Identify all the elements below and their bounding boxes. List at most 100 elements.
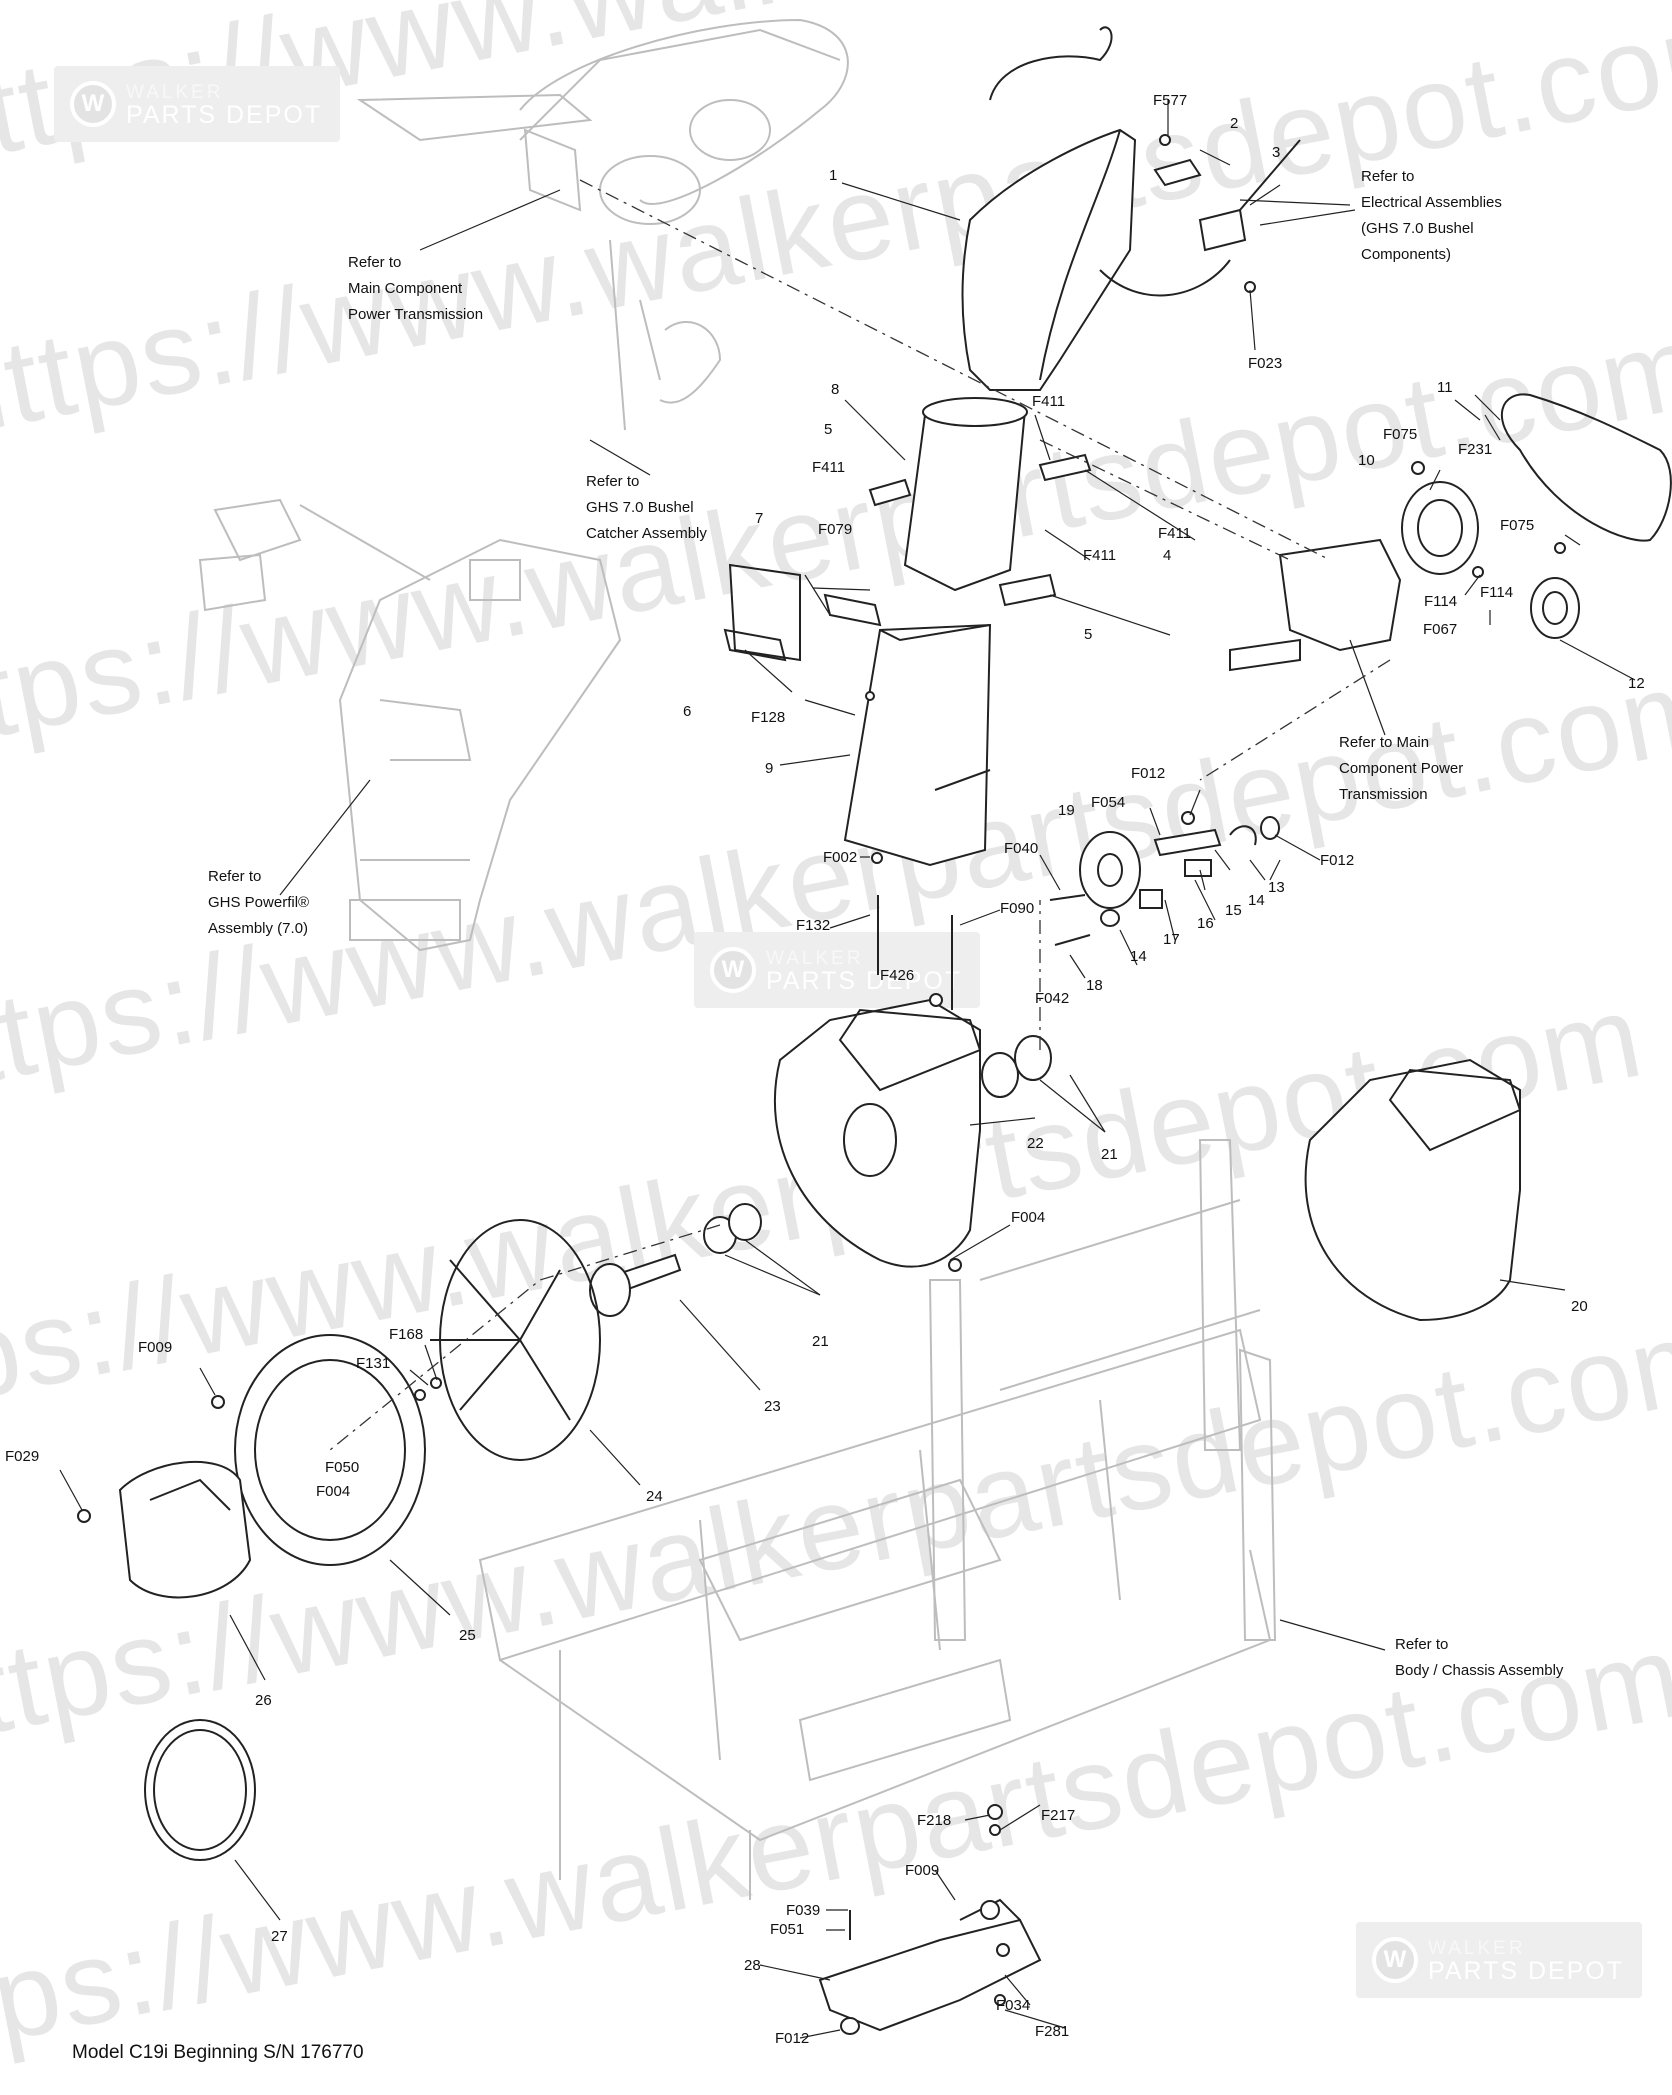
- part-label-f577: F577: [1153, 92, 1188, 109]
- part-label-f217: F217: [1041, 1807, 1076, 1824]
- part-label-f034: F034: [996, 1997, 1031, 2014]
- note-powerfil: Refer to GHS Powerfil® Assembly (7.0): [208, 864, 309, 942]
- part-label-5b: 5: [1084, 626, 1093, 643]
- part-label-21a: 21: [1101, 1146, 1118, 1163]
- part-chute-lower: [843, 623, 992, 867]
- note-line: Electrical Assemblies: [1361, 194, 1502, 211]
- note-line: (GHS 7.0 Bushel: [1361, 220, 1474, 237]
- note-line: Components): [1361, 246, 1452, 263]
- note-line: Catcher Assembly: [586, 525, 707, 542]
- logo-line1: WALKER: [766, 948, 864, 969]
- note-line: Power Transmission: [348, 306, 484, 323]
- part-bearing: [981, 1052, 1019, 1098]
- part-label-f114b: F114: [1480, 584, 1514, 601]
- note-body-chassis: Refer to Body / Chassis Assembly: [1395, 1632, 1563, 1684]
- part-label-15: 15: [1225, 902, 1242, 919]
- walker-logo-icon: W: [710, 947, 756, 993]
- model-footer: Model C19i Beginning S/N 176770: [72, 2042, 364, 2063]
- part-label-2: 2: [1230, 115, 1239, 132]
- part-label-f009b: F009: [905, 1862, 940, 1879]
- part-mount-bracket: [818, 1918, 1042, 2032]
- note-line: Refer to: [348, 254, 402, 271]
- part-label-f012b: F012: [1320, 852, 1355, 869]
- note-line: Refer to: [1361, 168, 1415, 185]
- note-line: Transmission: [1339, 786, 1428, 803]
- part-label-27: 27: [271, 1928, 288, 1945]
- part-label-f090: F090: [1000, 900, 1035, 917]
- part-blower-housing-assembled: [1304, 1058, 1521, 1322]
- part-label-26: 26: [255, 1692, 272, 1709]
- part-label-f040: F040: [1004, 840, 1039, 857]
- logo-line2: PARTS DEPOT: [1428, 1957, 1625, 1985]
- part-label-10: 10: [1358, 452, 1375, 469]
- part-label-f426: F426: [880, 967, 915, 984]
- part-ring-27: [144, 1719, 256, 1861]
- note-line: Refer to: [208, 868, 262, 885]
- part-label-f039: F039: [786, 1902, 821, 1919]
- part-label-f411d: F411: [1083, 547, 1117, 564]
- part-label-f029: F029: [5, 1448, 40, 1465]
- part-label-f012a: F012: [1131, 765, 1166, 782]
- part-label-f012c: F012: [775, 2030, 810, 2047]
- part-label-18: 18: [1086, 977, 1103, 994]
- part-label-f218: F218: [917, 1812, 952, 1829]
- part-label-23: 23: [764, 1398, 781, 1415]
- part-label-25: 25: [459, 1627, 476, 1644]
- part-label-f132: F132: [796, 917, 831, 934]
- part-blower-housing: [773, 998, 981, 1268]
- note-main-component: Refer to Main Component Power Transmissi…: [348, 250, 483, 328]
- part-label-14b: 14: [1130, 948, 1147, 965]
- part-label-1: 1: [829, 167, 838, 184]
- part-label-17: 17: [1163, 931, 1180, 948]
- part-label-24: 24: [646, 1488, 663, 1505]
- ghost-chassis-frame: [478, 1139, 1277, 1900]
- part-label-f042: F042: [1035, 990, 1070, 1007]
- part-label-f054: F054: [1091, 794, 1126, 811]
- part-pulley-12: [1530, 577, 1580, 639]
- part-label-f281: F281: [1035, 2023, 1070, 2040]
- part-label-14a: 14: [1248, 892, 1265, 909]
- note-line: GHS Powerfil®: [208, 894, 310, 911]
- part-label-f128: F128: [751, 709, 786, 726]
- note-line: GHS 7.0 Bushel: [586, 499, 694, 516]
- part-inlet-ring: [118, 1460, 252, 1599]
- part-label-f079: F079: [818, 521, 853, 538]
- note-bushel-catcher: Refer to GHS 7.0 Bushel Catcher Assembly: [586, 469, 707, 547]
- part-label-f050: F050: [325, 1459, 360, 1476]
- part-label-28: 28: [744, 1957, 761, 1974]
- note-line: Main Component: [348, 280, 463, 297]
- logo-line2: PARTS DEPOT: [126, 101, 323, 129]
- walker-logo-icon: W: [1372, 1937, 1418, 1983]
- part-label-f411c: F411: [1158, 525, 1192, 542]
- note-line: Body / Chassis Assembly: [1395, 1662, 1564, 1679]
- logo-line1: WALKER: [126, 82, 224, 103]
- part-label-f168: F168: [389, 1326, 424, 1343]
- part-label-16: 16: [1197, 915, 1214, 932]
- part-label-22: 22: [1027, 1135, 1044, 1152]
- note-line: Refer to: [1395, 1636, 1449, 1653]
- logo-line1: WALKER: [1428, 1938, 1526, 1959]
- part-label-5a: 5: [824, 421, 833, 438]
- part-label-21b: 21: [812, 1333, 829, 1350]
- part-label-f004a: F004: [1011, 1209, 1046, 1226]
- note-line: Refer to: [586, 473, 640, 490]
- part-gearbox: [1278, 538, 1402, 652]
- part-chute-deflector: [961, 128, 1137, 391]
- part-label-9: 9: [765, 760, 774, 777]
- note-electrical: Refer to Electrical Assemblies (GHS 7.0 …: [1361, 164, 1502, 268]
- part-label-f131: F131: [356, 1355, 391, 1372]
- part-chute-upper: [903, 408, 1027, 592]
- walker-logo-icon: W: [70, 81, 116, 127]
- part-bearing: [1014, 1035, 1052, 1081]
- note-line: Component Power: [1339, 760, 1464, 777]
- part-label-f075a: F075: [1383, 426, 1418, 443]
- part-label-f051: F051: [770, 1921, 805, 1938]
- part-label-13: 13: [1268, 879, 1285, 896]
- part-label-11: 11: [1437, 379, 1453, 396]
- part-idler-pulley: [1079, 831, 1141, 909]
- logo-line2: PARTS DEPOT: [766, 967, 963, 995]
- ghost-catcher-assembly: [198, 498, 622, 952]
- part-label-12: 12: [1628, 675, 1645, 692]
- part-label-f002: F002: [823, 849, 858, 866]
